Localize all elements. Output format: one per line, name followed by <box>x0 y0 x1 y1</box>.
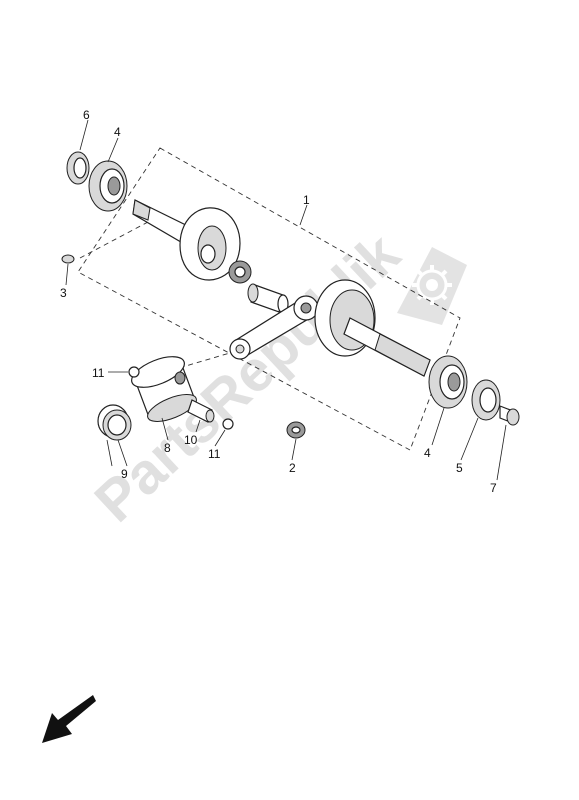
leader-lines <box>65 119 507 481</box>
label-2: 2 <box>289 461 296 475</box>
bearing-left <box>88 160 128 212</box>
crankshaft-left <box>132 199 241 281</box>
gear-icon <box>397 247 467 325</box>
part-labels: 6 4 1 3 11 8 9 10 11 2 4 5 7 <box>60 108 497 495</box>
circlip-right <box>222 418 234 430</box>
piston <box>131 356 197 422</box>
piston-pin <box>187 399 215 423</box>
label-5: 5 <box>456 461 463 475</box>
circlip-left <box>128 366 140 378</box>
crank-pin <box>247 283 289 314</box>
oil-seal-left <box>66 151 90 185</box>
needle-bearing-small <box>286 421 306 439</box>
label-11-right: 11 <box>208 447 221 461</box>
label-3: 3 <box>60 286 67 300</box>
dashed-guide-3 <box>79 221 149 259</box>
label-1: 1 <box>303 193 310 207</box>
label-4-left: 4 <box>114 125 121 139</box>
piston-rings <box>97 404 132 441</box>
label-7: 7 <box>490 481 497 495</box>
dashed-guide-11 <box>144 349 241 379</box>
assembly-outline <box>77 147 461 451</box>
oil-seal-right <box>471 379 501 421</box>
woodruff-key <box>61 254 75 264</box>
label-11-left: 11 <box>92 366 105 380</box>
needle-bearing <box>228 260 252 284</box>
label-4-right: 4 <box>424 446 431 460</box>
crankshaft-right <box>314 279 431 377</box>
label-9: 9 <box>121 467 128 481</box>
collar <box>499 405 520 426</box>
label-6: 6 <box>83 108 90 122</box>
arrow-down-left-icon <box>42 695 96 743</box>
label-10: 10 <box>184 433 198 447</box>
bearing-right <box>428 355 468 409</box>
label-8: 8 <box>164 441 171 455</box>
